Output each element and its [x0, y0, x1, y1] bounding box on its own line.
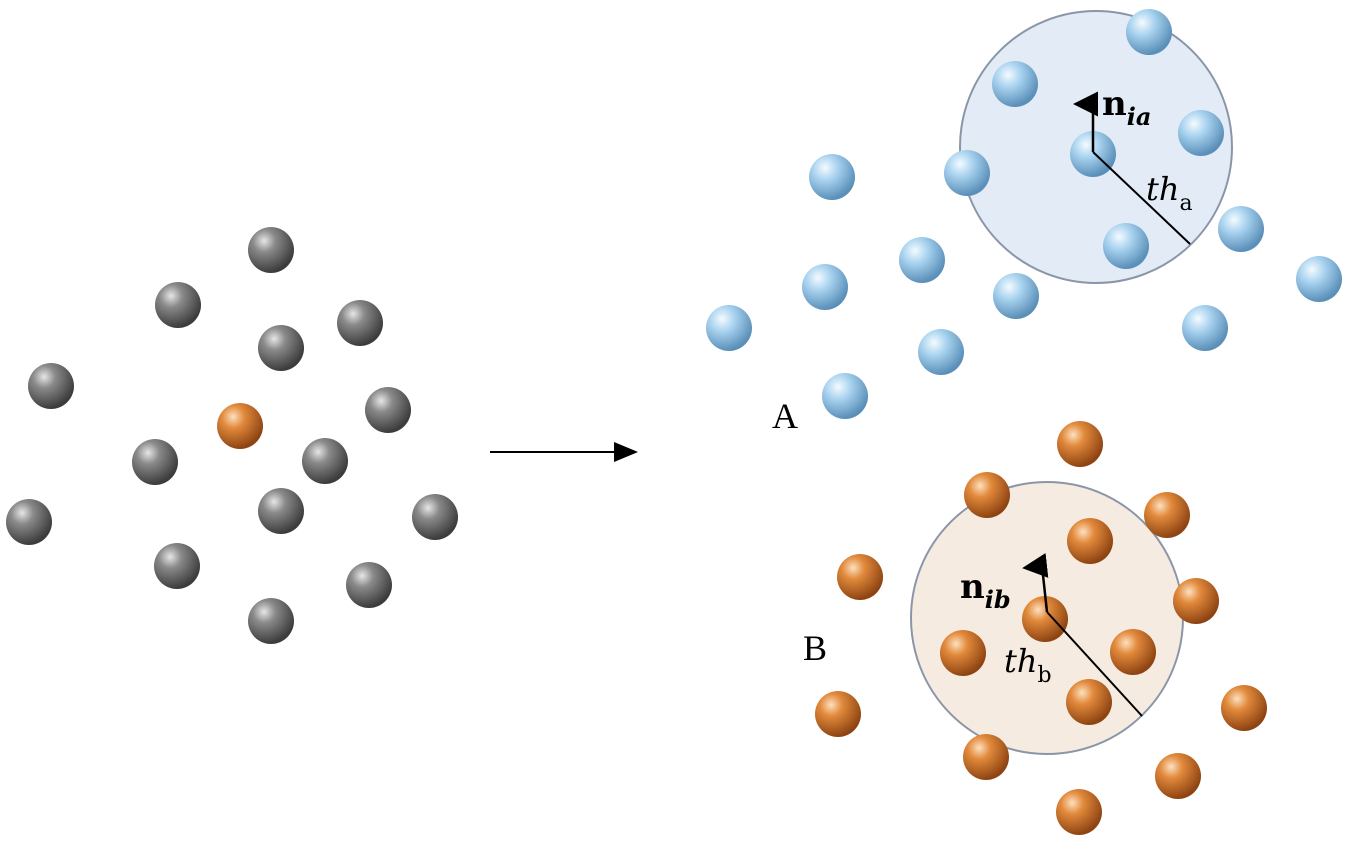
orange-particle [815, 691, 861, 737]
blue-particle [1182, 305, 1228, 351]
gray-particle [302, 438, 348, 484]
orange-particle [1110, 629, 1156, 675]
gray-particle [132, 439, 178, 485]
blue-particle [822, 373, 868, 419]
blue-particle [1070, 131, 1116, 177]
gray-particle [258, 488, 304, 534]
threshold-radius-b [1046, 611, 1143, 717]
orange-particle [1056, 789, 1102, 835]
left-particle-cluster [6, 227, 458, 644]
threshold-radius-a [1092, 151, 1191, 245]
normal-b-label: nib [960, 567, 1011, 614]
gray-particle [6, 499, 52, 545]
group-b-label: B [803, 628, 827, 668]
group-a-label: A [772, 396, 798, 436]
gray-particle [155, 282, 201, 328]
gray-particle [28, 363, 74, 409]
normal-vector-b [1022, 553, 1049, 613]
gray-particle [337, 300, 383, 346]
orange-particle [1066, 679, 1112, 725]
blue-particle [1296, 256, 1342, 302]
threshold-b-label: thb [1004, 642, 1052, 688]
blue-particle [1126, 9, 1172, 55]
gray-particle [412, 494, 458, 540]
orange-particle [1057, 421, 1103, 467]
orange-particle [1155, 753, 1201, 799]
blue-particle [993, 273, 1039, 319]
gray-particle [346, 562, 392, 608]
blue-particle [992, 61, 1038, 107]
group-b-particles [815, 421, 1267, 835]
orange-particle [1221, 685, 1267, 731]
gray-particle [248, 227, 294, 273]
blue-particle [1178, 110, 1224, 156]
orange-particle [1173, 578, 1219, 624]
orange-center-particle [217, 403, 263, 449]
blue-particle [809, 154, 855, 200]
group-a-particles [706, 9, 1342, 419]
orange-particle [1144, 492, 1190, 538]
blue-particle [1103, 223, 1149, 269]
gray-particle [248, 598, 294, 644]
orange-particle [940, 630, 986, 676]
blue-particle [918, 329, 964, 375]
gray-particle [154, 543, 200, 589]
orange-particle [1067, 518, 1113, 564]
orange-particle [1022, 596, 1068, 642]
gray-particle [258, 325, 304, 371]
blue-particle [899, 237, 945, 283]
normal-a-label: nia [1102, 84, 1151, 131]
blue-particle [706, 305, 752, 351]
threshold-a-label: tha [1146, 170, 1193, 216]
blue-particle [802, 264, 848, 310]
blue-particle [1218, 206, 1264, 252]
blue-particle [944, 150, 990, 196]
orange-particle [963, 734, 1009, 780]
gray-particle [365, 387, 411, 433]
orange-particle [964, 472, 1010, 518]
orange-particle [837, 554, 883, 600]
